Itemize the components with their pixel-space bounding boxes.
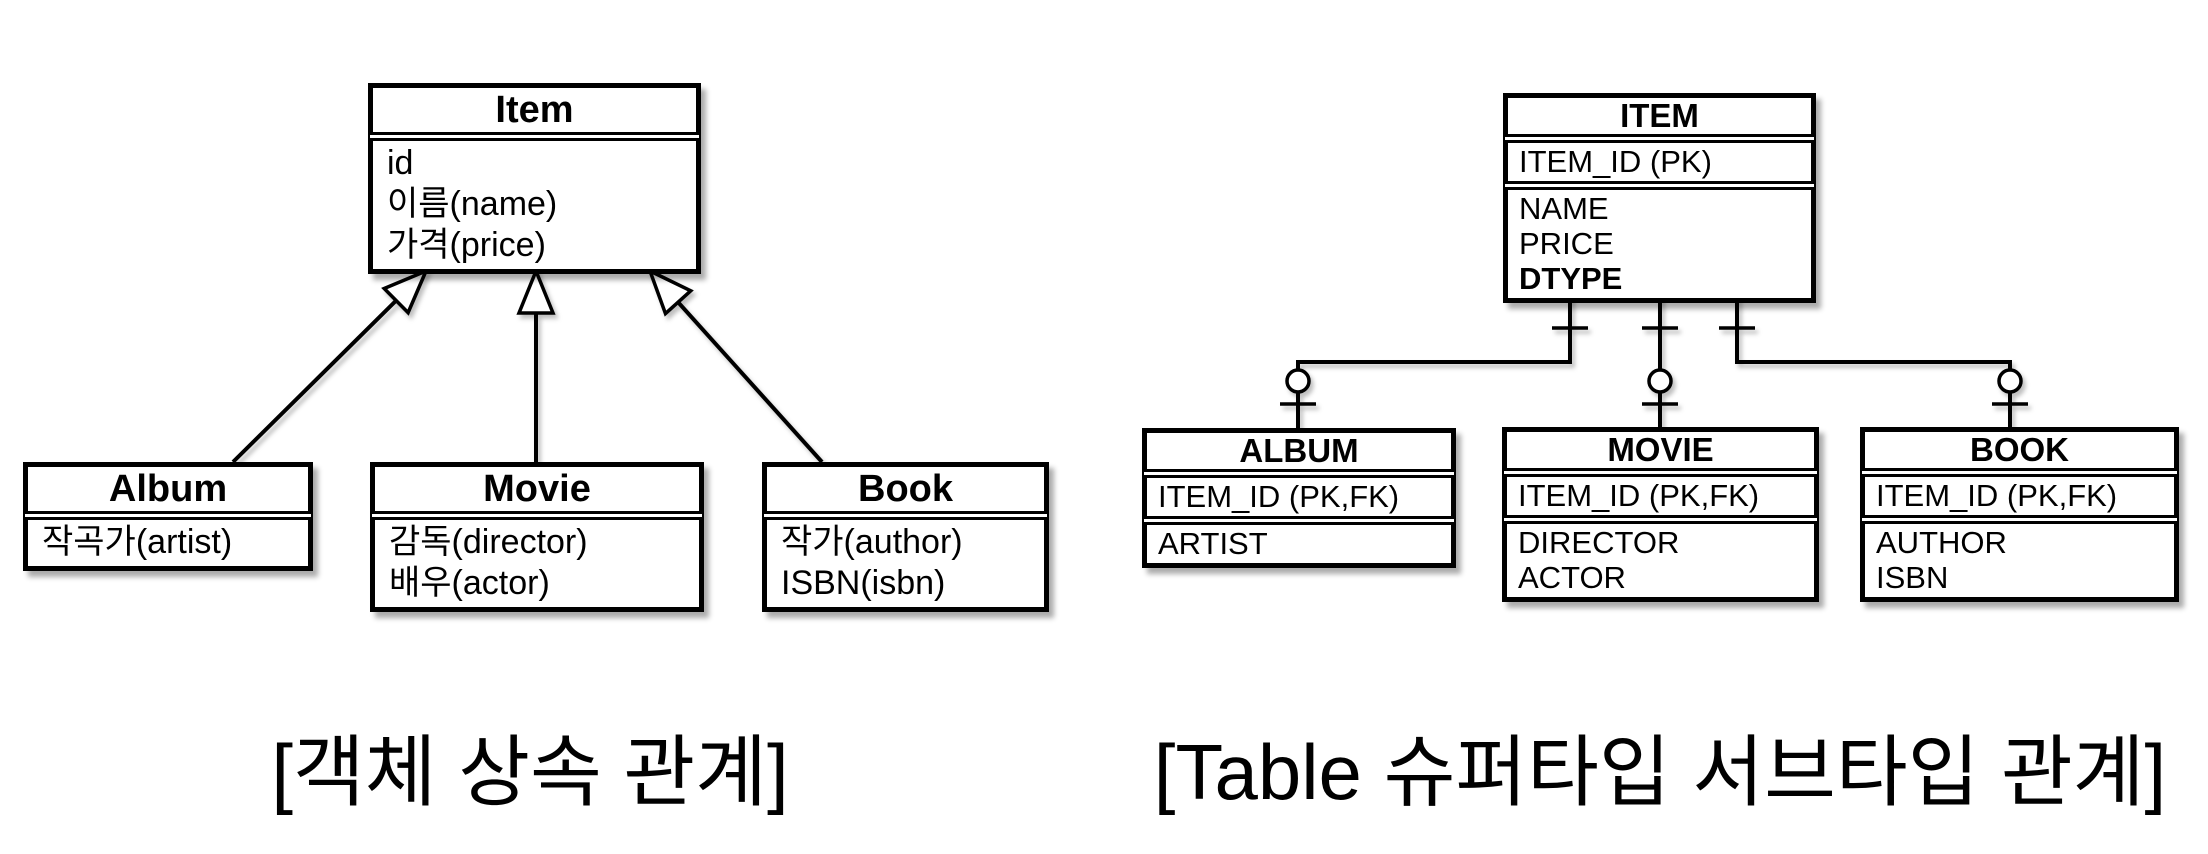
open-arrowhead-movie — [516, 266, 556, 315]
class-box-album: Album 작곡가(artist) — [23, 462, 313, 571]
class-field: 가격(price) — [387, 226, 546, 264]
table-column-dtype: DTYPE — [1519, 261, 1623, 296]
table-column: ACTOR — [1518, 560, 1626, 595]
class-title: Item — [370, 85, 699, 135]
class-box-movie: Movie 감독(director) 배우(actor) — [370, 462, 704, 612]
table-column: ARTIST — [1158, 526, 1268, 561]
arrow-album-to-item — [231, 269, 428, 464]
cardinality-zero-circle — [1647, 368, 1673, 394]
table-box-item: ITEM ITEM_ID (PK) NAME PRICE DTYPE — [1503, 93, 1816, 303]
class-box-item: Item id 이름(name) 가격(price) — [368, 83, 701, 274]
class-field: 배우(actor) — [389, 564, 550, 602]
cardinality-zero-circle — [1997, 368, 2023, 394]
table-pk-column: ITEM_ID (PK,FK) — [1144, 475, 1454, 519]
class-field: 감독(director) — [389, 523, 588, 561]
inheritance-arrows — [231, 266, 824, 464]
table-pk-column: ITEM_ID (PK,FK) — [1862, 474, 2177, 518]
class-field: 작곡가(artist) — [42, 523, 233, 561]
cardinality-zero-circle — [1285, 368, 1311, 394]
table-title: ITEM — [1505, 95, 1814, 137]
table-column: PRICE — [1519, 226, 1614, 261]
table-box-album: ALBUM ITEM_ID (PK,FK) ARTIST — [1142, 428, 1456, 568]
class-field: id — [387, 144, 414, 182]
class-field: 작가(author) — [781, 523, 963, 561]
class-title: Book — [764, 464, 1047, 514]
class-fields: id 이름(name) 가격(price) — [370, 138, 699, 272]
table-column: DIRECTOR — [1518, 525, 1680, 560]
table-column: ISBN — [1876, 560, 1949, 595]
right-diagram-caption: [Table 슈퍼타입 서브타입 관계] — [1153, 728, 2167, 816]
class-fields: 감독(director) 배우(actor) — [372, 517, 702, 610]
table-columns: DIRECTOR ACTOR — [1504, 521, 1817, 600]
table-box-movie: MOVIE ITEM_ID (PK,FK) DIRECTOR ACTOR — [1502, 427, 1819, 602]
table-connectors — [1280, 295, 2028, 430]
table-column: AUTHOR — [1876, 525, 2007, 560]
connector-item-album — [1296, 295, 1572, 430]
table-title: MOVIE — [1504, 429, 1817, 471]
table-columns: ARTIST — [1144, 522, 1454, 566]
class-field: ISBN(isbn) — [781, 564, 946, 602]
table-columns: NAME PRICE DTYPE — [1505, 187, 1814, 301]
table-box-book: BOOK ITEM_ID (PK,FK) AUTHOR ISBN — [1860, 427, 2179, 602]
table-pk-column: ITEM_ID (PK) — [1505, 140, 1814, 184]
connector-item-book — [1735, 295, 2012, 430]
class-fields: 작곡가(artist) — [25, 517, 311, 569]
left-diagram-caption: [객체 상속 관계] — [271, 728, 789, 816]
table-title: BOOK — [1862, 429, 2177, 471]
table-pk-column: ITEM_ID (PK,FK) — [1504, 474, 1817, 518]
table-column: NAME — [1519, 191, 1609, 226]
class-title: Album — [25, 464, 311, 514]
table-title: ALBUM — [1144, 430, 1454, 472]
table-columns: AUTHOR ISBN — [1862, 521, 2177, 600]
class-title: Movie — [372, 464, 702, 514]
class-field: 이름(name) — [387, 185, 558, 223]
class-box-book: Book 작가(author) ISBN(isbn) — [762, 462, 1049, 612]
arrow-book-to-item — [648, 269, 824, 464]
class-fields: 작가(author) ISBN(isbn) — [764, 517, 1047, 610]
